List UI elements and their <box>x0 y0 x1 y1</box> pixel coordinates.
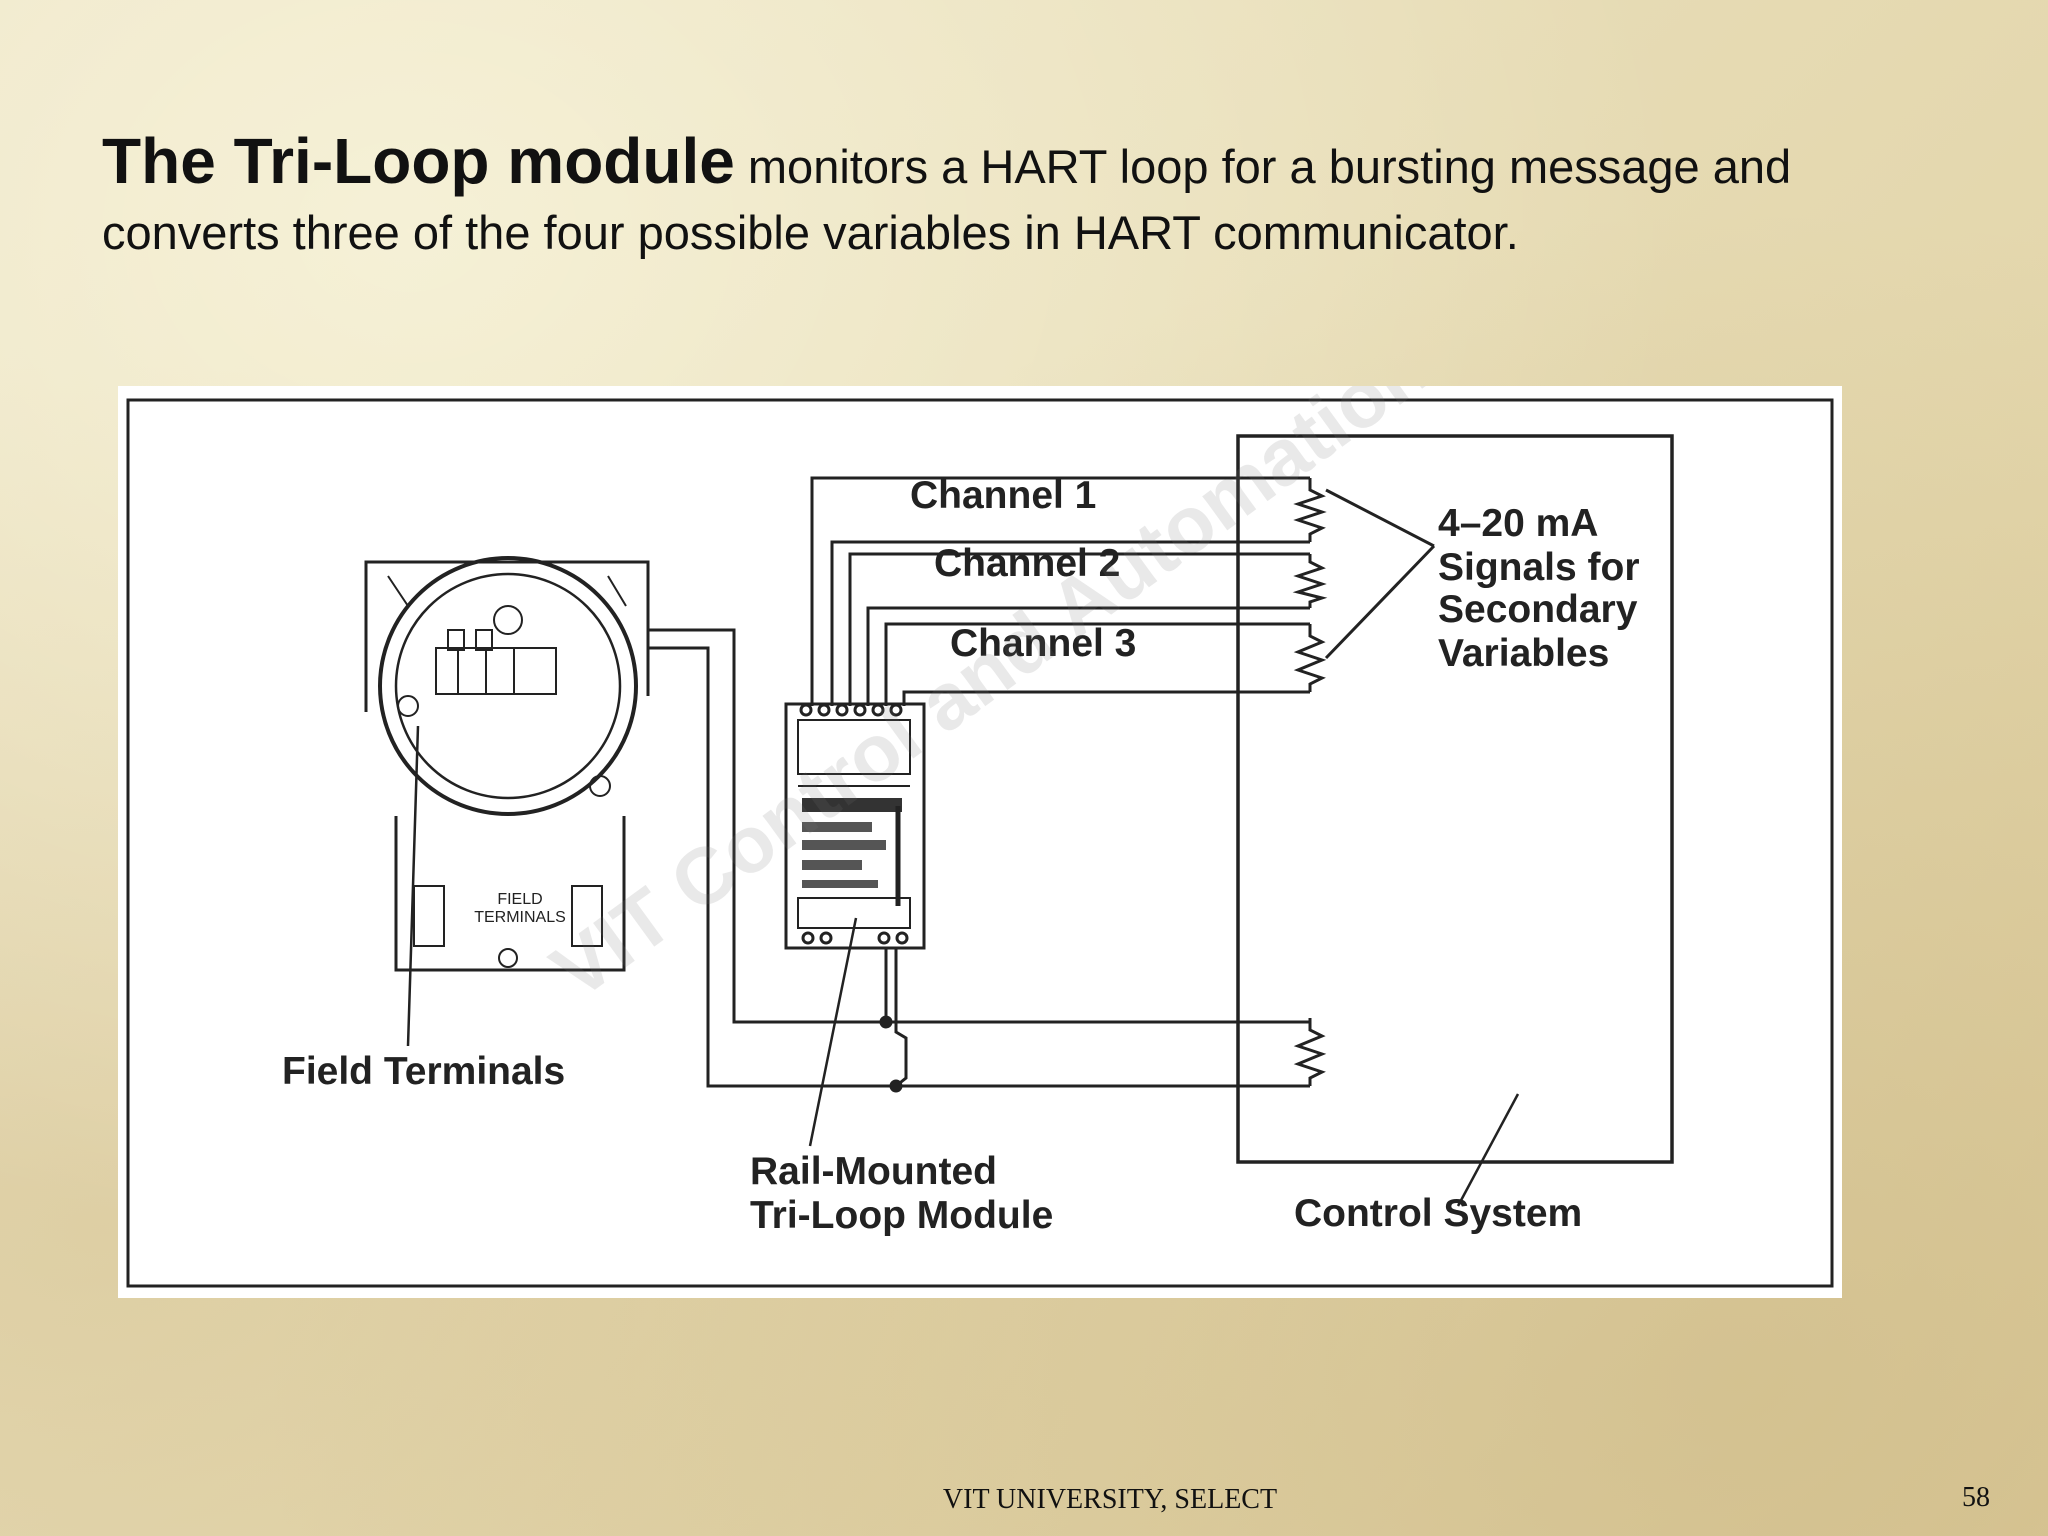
tri-loop-diagram: FIELD TERMINALS Channel 1 Channel 2 Chan… <box>118 386 1842 1298</box>
channel-1-wires <box>810 476 1310 706</box>
channel-3-wires <box>884 622 1310 706</box>
label-field-terminals: Field Terminals <box>282 1050 565 1093</box>
slide-title-rest: monitors a HART loop for a bursting mess… <box>102 140 1792 259</box>
resistor-hart-loop <box>1293 1018 1327 1086</box>
junction-dot <box>879 1015 893 1029</box>
resistor-channel-3 <box>1293 624 1327 692</box>
slide-title: The Tri-Loop module monitors a HART loop… <box>102 128 1962 266</box>
label-signals-line-4: Variables <box>1438 632 1609 675</box>
slide-title-bold: The Tri-Loop module <box>102 125 735 197</box>
slide-footer: VIT UNIVERSITY, SELECT <box>942 1484 1278 1515</box>
resistor-channel-2 <box>1292 554 1328 608</box>
tri-loop-module <box>784 702 926 1147</box>
label-rail-mounted: Rail-Mounted <box>750 1150 997 1193</box>
transmitter-device <box>364 556 650 1047</box>
label-signals-line-2: Signals for <box>1438 546 1640 589</box>
page-number: 58 <box>1962 1482 1990 1513</box>
transmitter-label-field: FIELD <box>497 891 542 908</box>
label-channel-2: Channel 2 <box>934 542 1120 585</box>
label-channel-1: Channel 1 <box>910 474 1096 517</box>
figure-frame <box>126 398 1834 1288</box>
transmitter-label-terminals: TERMINALS <box>474 909 566 926</box>
channel-2-wires <box>848 552 1310 706</box>
label-control-system: Control System <box>1294 1192 1582 1235</box>
hart-loop-wires <box>648 628 1310 1088</box>
label-channel-3: Channel 3 <box>950 622 1136 665</box>
control-system-box <box>1236 434 1674 1164</box>
diagram-svg: FIELD TERMINALS Channel 1 Channel 2 Chan… <box>126 386 1834 1288</box>
label-signals-line-1: 4–20 mA <box>1438 502 1598 545</box>
junction-dot <box>889 1079 903 1093</box>
label-tri-loop-module: Tri-Loop Module <box>750 1194 1053 1237</box>
resistor-channel-1 <box>1293 478 1327 542</box>
label-signals-line-3: Secondary <box>1438 588 1638 631</box>
